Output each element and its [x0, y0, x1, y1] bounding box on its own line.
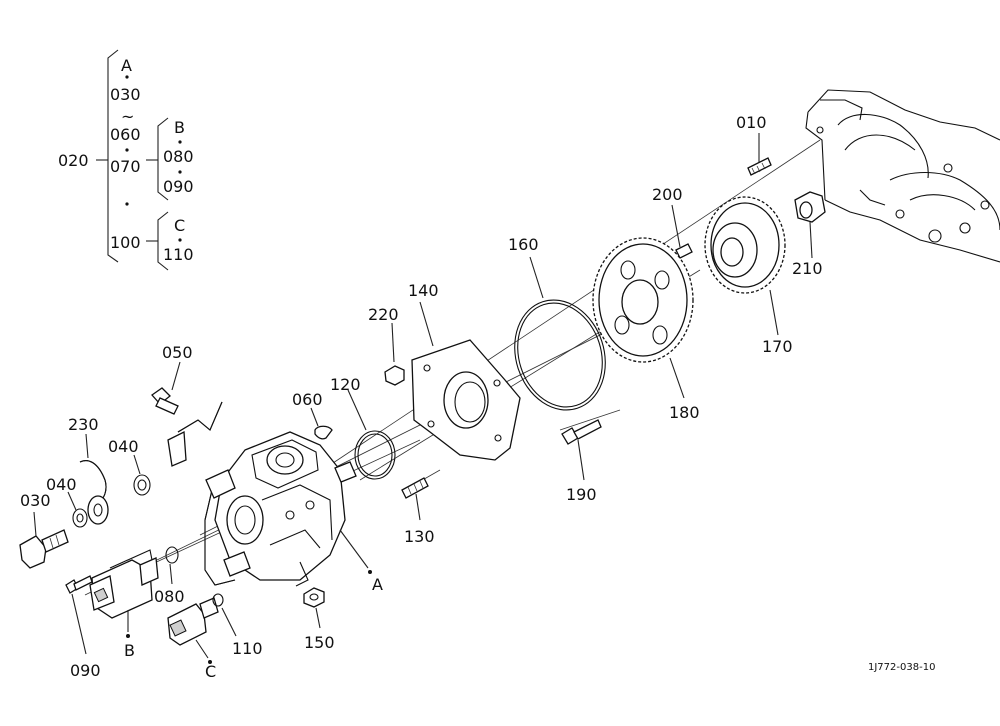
nut-220: 220 — [368, 305, 405, 386]
bolt-050: 050 — [151, 343, 223, 467]
drawing-code: 1J772-038-10 — [868, 662, 935, 673]
label-180: 180 — [669, 403, 700, 422]
injection-pump: A — [204, 431, 383, 594]
label-070: 070 — [110, 157, 141, 176]
label-110: 110 — [232, 639, 263, 658]
washer-040-lower: 040 — [46, 475, 88, 528]
o-ring-120: 120 — [330, 375, 396, 480]
label-130: 130 — [404, 527, 435, 546]
washer-040-upper: 040 — [108, 437, 151, 496]
pressure-sensor: C — [167, 597, 219, 681]
label-150: 150 — [304, 633, 335, 652]
pin-200: 200 — [652, 185, 693, 259]
banjo-230: 230 — [68, 415, 109, 525]
bolt-190: 190 — [561, 419, 602, 504]
plate-140: 140 — [408, 281, 521, 461]
o-ring-160: 160 — [508, 235, 606, 411]
label-170: 170 — [762, 337, 793, 356]
group-b-label: B — [124, 641, 135, 660]
label-190: 190 — [566, 485, 597, 504]
metering-unit: B — [89, 546, 179, 660]
label-230: 230 — [68, 415, 99, 434]
key-060: 060 — [292, 390, 333, 440]
screw-090: 090 — [65, 575, 101, 680]
nut-150: 150 — [303, 587, 335, 652]
label-010: 010 — [736, 113, 767, 132]
label-040-upper: 040 — [108, 437, 139, 456]
group-a-legend: A — [121, 56, 132, 75]
stud-130: 130 — [401, 477, 435, 546]
label-080-legend: 080 — [163, 147, 194, 166]
label-120: 120 — [330, 375, 361, 394]
group-b-legend: B — [174, 118, 185, 137]
label-200: 200 — [652, 185, 683, 204]
label-210: 210 — [792, 259, 823, 278]
nut-210: 210 — [792, 191, 826, 278]
label-040-lower: 040 — [46, 475, 77, 494]
gear-170: 170 — [704, 196, 793, 356]
group-c-legend: C — [174, 216, 185, 235]
o-ring-080: 080 — [154, 563, 185, 606]
label-030: 030 — [20, 491, 51, 510]
label-110-legend: 110 — [163, 245, 194, 264]
range-tilde: ~ — [121, 107, 134, 126]
group-c-label: C — [205, 662, 216, 681]
label-080: 080 — [154, 587, 185, 606]
label-030-legend: 030 — [110, 85, 141, 104]
label-050: 050 — [162, 343, 193, 362]
bolt-030: 030 — [19, 491, 69, 569]
label-160: 160 — [508, 235, 539, 254]
gear-180: 180 — [592, 237, 700, 422]
label-060-legend: 060 — [110, 125, 141, 144]
engine-block — [805, 89, 1000, 263]
label-090-legend: 090 — [163, 177, 194, 196]
label-060: 060 — [292, 390, 323, 409]
label-100: 100 — [110, 233, 141, 252]
label-140: 140 — [408, 281, 439, 300]
label-020: 020 — [58, 151, 89, 170]
legend-tree: 020 A 030 ~ 060 070 100 B 080 090 C 110 — [58, 49, 194, 271]
label-090: 090 — [70, 661, 101, 680]
label-220: 220 — [368, 305, 399, 324]
o-ring-110: 110 — [212, 593, 263, 658]
group-a-label: A — [372, 575, 383, 594]
stud-010: 010 — [736, 113, 772, 176]
